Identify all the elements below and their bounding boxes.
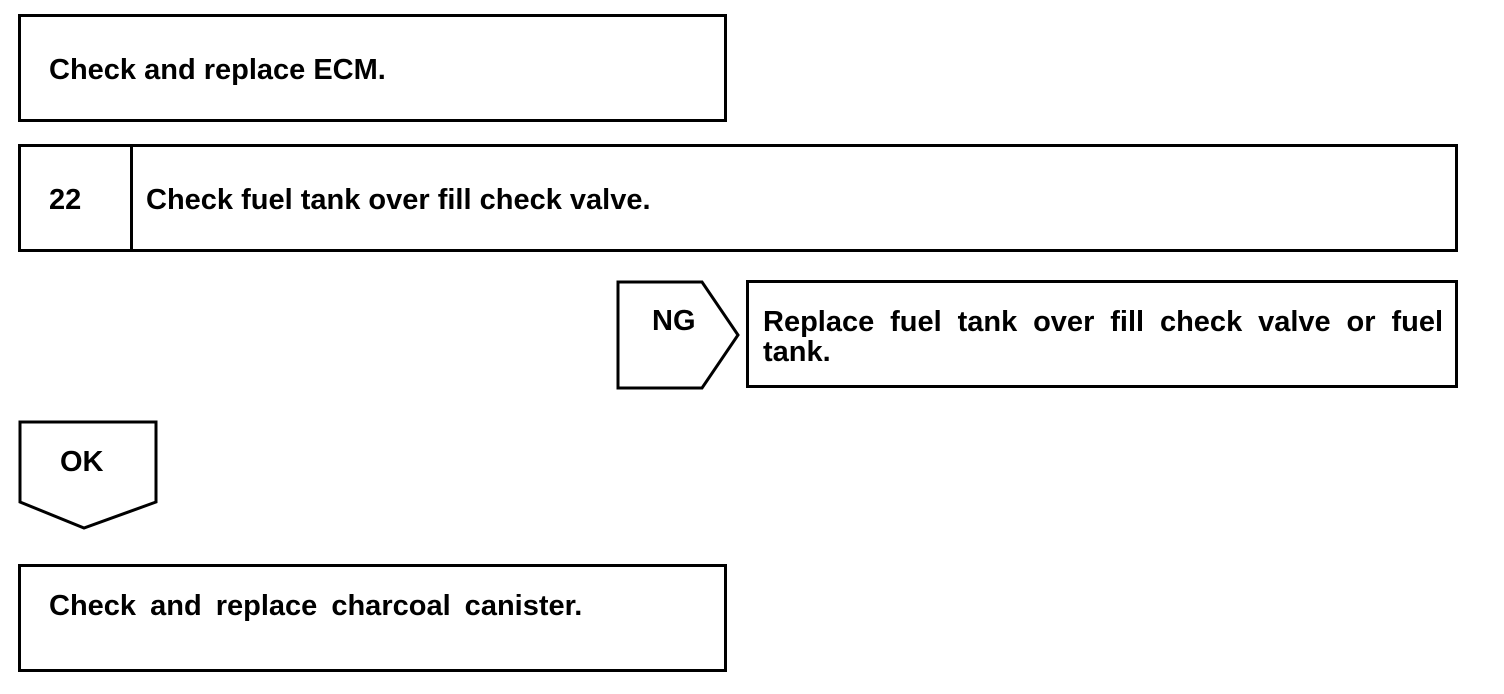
ng-result-box: Replace fuel tank over fill check valve …: [746, 280, 1458, 388]
ok-result-box: Check and replace charcoal canister.: [18, 564, 727, 672]
ng-label: NG: [652, 305, 696, 337]
step-title: Check fuel tank over fill check valve.: [146, 184, 651, 216]
step-number-cell: 22: [21, 147, 133, 249]
ok-arrow-shape: [18, 420, 158, 530]
ng-arrow-shape: [616, 280, 740, 390]
ok-label: OK: [60, 446, 104, 478]
ok-result-text: Check and replace charcoal canister.: [49, 590, 583, 622]
step-number: 22: [49, 184, 82, 216]
step-box: 22 Check fuel tank over fill check valve…: [18, 144, 1458, 252]
previous-action-box: Check and replace ECM.: [18, 14, 727, 122]
ng-result-text: Replace fuel tank over fill check valve …: [763, 306, 1443, 368]
previous-action-text: Check and replace ECM.: [49, 54, 386, 86]
